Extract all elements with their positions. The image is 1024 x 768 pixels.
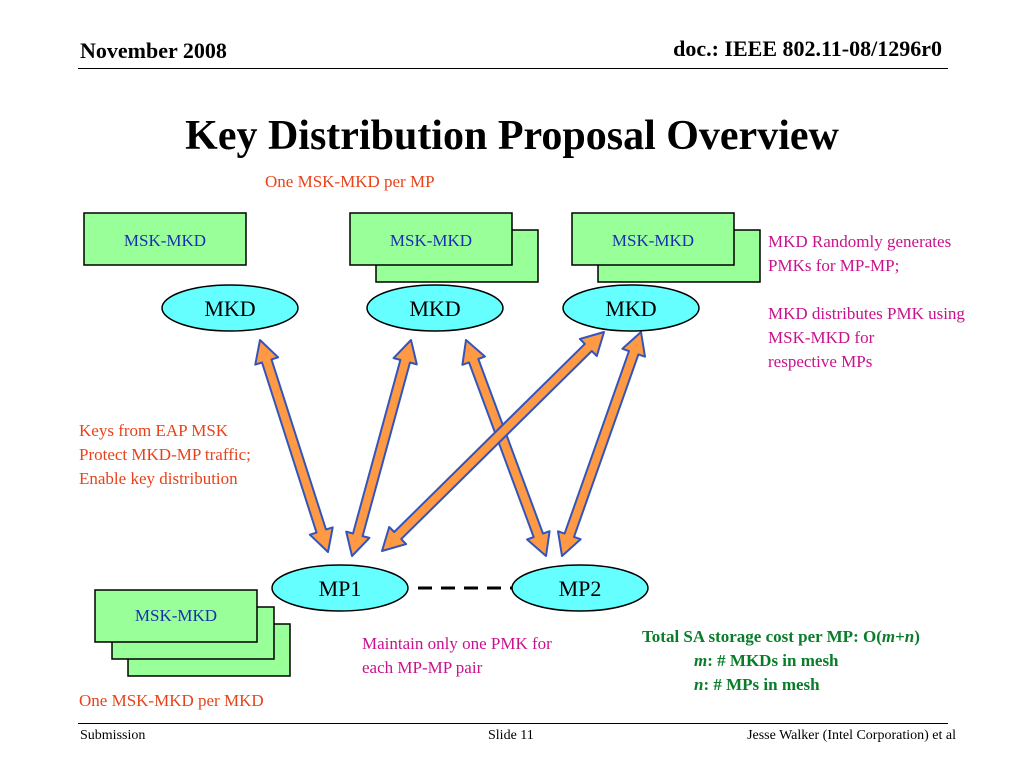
footer-rule: [78, 723, 948, 724]
msk-mkd-label: MSK-MKD: [135, 606, 217, 625]
note-keys-line: Keys from EAP MSK: [79, 421, 229, 440]
footer-author: Jesse Walker (Intel Corporation) et al: [747, 728, 956, 743]
msk-mkd-label: MSK-MKD: [124, 231, 206, 250]
storage-n-desc: : # MPs in mesh: [703, 675, 820, 694]
msk-mkd-stack-2: MSK-MKD: [349, 212, 539, 283]
mp2-node: MP2: [511, 564, 649, 612]
msk-mkd-label: MSK-MKD: [612, 231, 694, 250]
arrow-mkd3-mp1: [381, 331, 605, 552]
note-keys-line: Protect MKD-MP traffic;: [79, 445, 251, 464]
msk-mkd-stack-3: MSK-MKD: [571, 212, 761, 283]
header-date: November 2008: [80, 38, 227, 63]
storage-line-3: n: # MPs in mesh: [642, 673, 920, 697]
storage-line-1: Total SA storage cost per MP: O(m+n): [642, 625, 920, 649]
note-mkd-line: PMKs for MP-MP;: [768, 256, 900, 275]
storage-prefix: Total SA storage cost per MP: O(: [642, 627, 882, 646]
header-rule: [78, 68, 948, 69]
footer-submission: Submission: [80, 728, 146, 743]
note-mkd-line: MKD distributes PMK using: [768, 304, 965, 323]
note-mkd-generates: MKD Randomly generates PMKs for MP-MP; M…: [768, 230, 965, 374]
storage-var-n: n: [904, 627, 915, 646]
mkd-node-2: MKD: [366, 284, 504, 332]
note-one-per-mp: One MSK-MKD per MP: [265, 172, 435, 191]
arrows-group: [254, 331, 646, 557]
note-keys-line: Enable key distribution: [79, 469, 238, 488]
note-one-per-mkd: One MSK-MKD per MKD: [79, 691, 264, 710]
msk-mkd-label: MSK-MKD: [390, 231, 472, 250]
arrow-mkd2-mp2: [461, 339, 551, 557]
note-mkd-line: respective MPs: [768, 352, 873, 371]
note-keys-from-eap: Keys from EAP MSK Protect MKD-MP traffic…: [79, 419, 251, 491]
arrow-mkd1-mp1: [254, 339, 334, 553]
mp2-label: MP2: [559, 576, 602, 601]
msk-mkd-stack-bottom: MSK-MKD: [94, 589, 291, 677]
footer-slide-number: Slide 11: [488, 728, 534, 743]
note-maintain-line: each MP-MP pair: [362, 658, 483, 677]
mkd-node-1: MKD: [161, 284, 299, 332]
arrow-mkd2-mp1: [345, 339, 418, 557]
mkd-label: MKD: [605, 296, 656, 321]
mkd-label: MKD: [409, 296, 460, 321]
storage-m-desc: : # MKDs in mesh: [707, 651, 839, 670]
storage-line-2: m: # MKDs in mesh: [642, 649, 920, 673]
note-storage-cost: Total SA storage cost per MP: O(m+n) m: …: [642, 625, 920, 697]
storage-var-m: m: [881, 627, 896, 646]
note-spacer: [768, 278, 965, 302]
slide-title: Key Distribution Proposal Overview: [185, 113, 839, 159]
note-mkd-line: MKD Randomly generates: [768, 232, 952, 251]
arrow-mkd3-mp2: [557, 331, 646, 557]
note-maintain-line: Maintain only one PMK for: [362, 634, 552, 653]
note-mkd-line: MSK-MKD for: [768, 328, 875, 347]
note-maintain-pmk: Maintain only one PMK for each MP-MP pai…: [362, 632, 552, 680]
storage-var-n: n: [694, 675, 704, 694]
msk-mkd-stack-1: MSK-MKD: [83, 212, 247, 266]
mkd-node-3: MKD: [562, 284, 700, 332]
storage-suffix: ): [914, 627, 920, 646]
header-doc-id: doc.: IEEE 802.11-08/1296r0: [673, 36, 942, 61]
storage-var-m: m: [694, 651, 708, 670]
storage-plus: +: [895, 627, 905, 646]
mp1-node: MP1: [271, 564, 409, 612]
mkd-label: MKD: [204, 296, 255, 321]
mp1-label: MP1: [319, 576, 362, 601]
